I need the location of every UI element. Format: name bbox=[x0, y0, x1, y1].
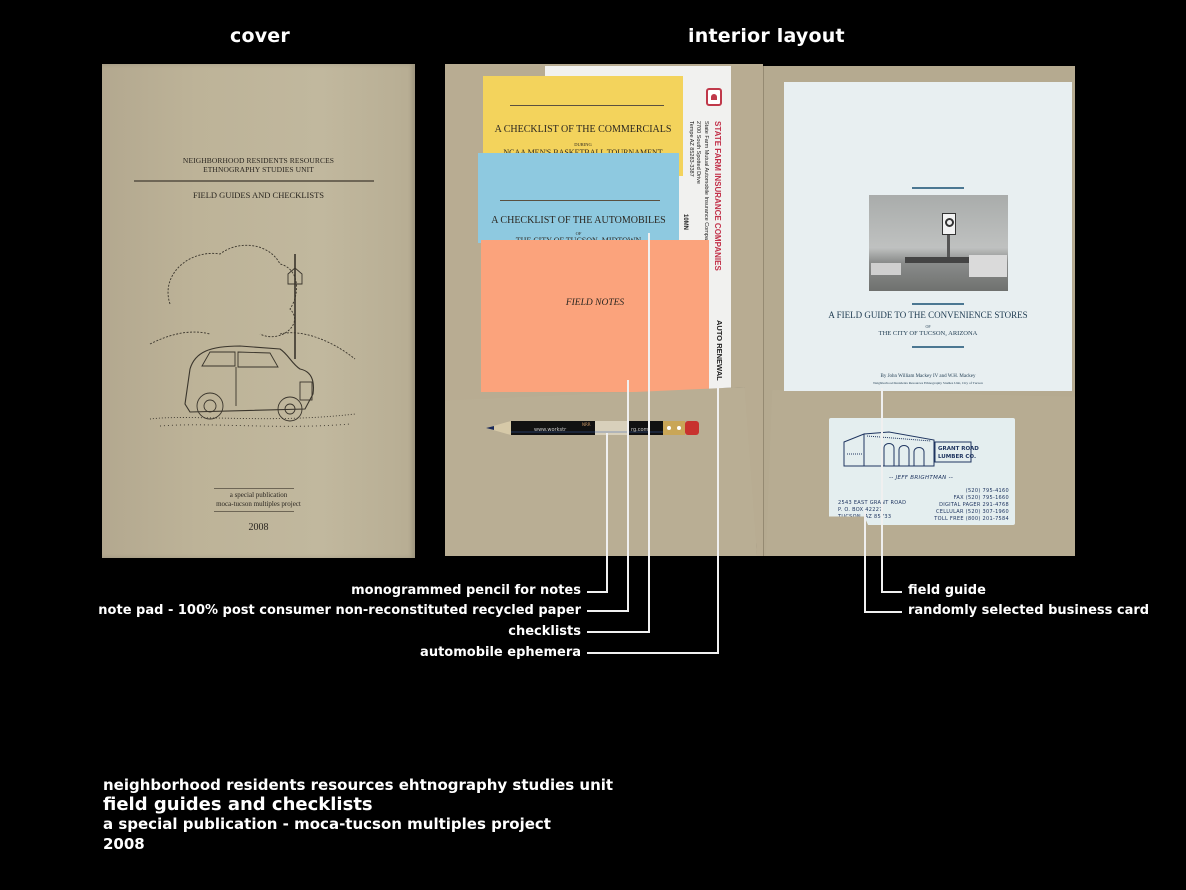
auto-renewal: AUTO RENEWAL bbox=[715, 320, 724, 381]
business-card: GRANT ROAD LUMBER CO. -- JEFF BRIGHTMAN … bbox=[829, 418, 1015, 525]
interior-layout-heading: interior layout bbox=[688, 25, 845, 47]
insurance-line1: State Farm Mutual Automobile Insurance C… bbox=[703, 121, 709, 246]
svg-text:www.workstr: www.workstr bbox=[534, 427, 567, 433]
cover-org: NEIGHBORHOOD RESIDENTS RESOURCES ETHNOGR… bbox=[102, 156, 415, 174]
leader-card-v bbox=[864, 510, 866, 613]
card-pager: DIGITAL PAGER 291-4768 bbox=[939, 502, 1009, 508]
car-illustration-icon bbox=[149, 244, 356, 427]
circle-k-sign-icon bbox=[942, 213, 956, 235]
field-notes-pad: FIELD NOTES bbox=[481, 240, 709, 392]
svg-text:LUMBER CO.: LUMBER CO. bbox=[938, 454, 976, 460]
guide-of: OF bbox=[925, 324, 931, 329]
guide-rule-bottom bbox=[912, 346, 964, 348]
callout-ephemera: automobile ephemera bbox=[420, 645, 581, 660]
guide-rule-top bbox=[912, 187, 964, 189]
leader-pencil-v bbox=[606, 433, 608, 593]
guide-title: A FIELD GUIDE TO THE CONVENIENCE STORES bbox=[828, 310, 1028, 320]
checklist-automobiles: A CHECKLIST OF THE AUTOMOBILES OF THE CI… bbox=[478, 153, 679, 245]
callout-business-card: randomly selected business card bbox=[908, 603, 1150, 618]
folder-left-pocket bbox=[445, 387, 757, 556]
insurance-code: 10MN bbox=[682, 214, 688, 231]
yellow-checklist-sub: NCAA MEN'S BASKETBALL TOURNAMENT bbox=[483, 148, 683, 157]
card-tollfree: TOLL FREE (800) 201-7584 bbox=[934, 516, 1009, 522]
yellow-checklist-during: DURING bbox=[574, 142, 592, 147]
callout-checklists: checklists bbox=[508, 624, 581, 639]
card-fax: FAX (520) 795-1660 bbox=[953, 495, 1009, 501]
svg-text:GRANT ROAD: GRANT ROAD bbox=[938, 446, 979, 452]
leader-notepad-h bbox=[587, 610, 629, 612]
leader-guide-v bbox=[881, 388, 883, 593]
cover-year: 2008 bbox=[248, 522, 269, 533]
leader-notepad-v bbox=[627, 380, 629, 612]
cover-heading: cover bbox=[230, 25, 290, 47]
blue-checklist-of: OF bbox=[575, 231, 582, 236]
leader-guide-h bbox=[881, 591, 902, 593]
insurance-line3: Tempe AZ 85283-3387 bbox=[688, 121, 694, 177]
card-phone: (520) 795-4160 bbox=[965, 488, 1009, 494]
svg-text:rg.com: rg.com bbox=[631, 427, 649, 433]
cover-photo: NEIGHBORHOOD RESIDENTS RESOURCES ETHNOGR… bbox=[102, 64, 415, 558]
leader-pencil-h bbox=[587, 591, 608, 593]
svg-text:NRR: NRR bbox=[582, 422, 591, 427]
cover-pub-line1: a special publication bbox=[229, 491, 288, 499]
leader-card-h bbox=[864, 611, 902, 613]
blue-rule bbox=[500, 200, 660, 201]
cover-pub-line2: moca-tucson multiples project bbox=[216, 500, 301, 508]
guide-byline: By John William Mackey IV and W.H. Macke… bbox=[880, 374, 976, 379]
cover-org-line2: ETHNOGRAPHY STUDIES UNIT bbox=[203, 165, 314, 174]
field-notes-title: FIELD NOTES bbox=[565, 298, 625, 308]
guide-affiliation: Neighborhood Residents Resources Ethnogr… bbox=[873, 381, 983, 385]
card-address1: 2543 EAST GRANT ROAD bbox=[838, 500, 907, 506]
insurance-company: STATE FARM INSURANCE COMPANIES bbox=[713, 121, 722, 271]
footer-caption: neighborhood residents resources ehtnogr… bbox=[103, 775, 613, 854]
leader-ephemera-h bbox=[587, 652, 719, 654]
yellow-rule bbox=[510, 105, 664, 106]
callout-field-guide: field guide bbox=[908, 583, 986, 598]
leader-checklists-h bbox=[587, 631, 650, 633]
guide-sub: THE CITY OF TUCSON, ARIZONA bbox=[878, 330, 978, 337]
card-cell: CELLULAR (520) 307-1960 bbox=[935, 509, 1009, 515]
leader-ephemera-v bbox=[717, 388, 719, 654]
cover-rule bbox=[134, 180, 374, 182]
circle-k-photo bbox=[869, 195, 1008, 291]
footer-line4: 2008 bbox=[103, 835, 145, 853]
cover-publication: a special publication moca-tucson multip… bbox=[102, 491, 415, 509]
guide-rule-mid bbox=[912, 303, 964, 305]
footer-line1: neighborhood residents resources ehtnogr… bbox=[103, 776, 614, 794]
card-phones: (520) 795-4160 FAX (520) 795-1660 DIGITA… bbox=[934, 488, 1009, 523]
footer-line3: a special publication - moca-tucson mult… bbox=[103, 815, 551, 833]
callout-pencil: monogrammed pencil for notes bbox=[351, 583, 581, 598]
card-name: -- JEFF BRIGHTMAN -- bbox=[889, 475, 954, 481]
cover-title: FIELD GUIDES AND CHECKLISTS bbox=[192, 190, 325, 200]
cover-org-line1: NEIGHBORHOOD RESIDENTS RESOURCES bbox=[182, 156, 335, 165]
blue-checklist-title: A CHECKLIST OF THE AUTOMOBILES bbox=[491, 215, 666, 226]
card-address2: P. O. BOX 42227 bbox=[838, 507, 883, 513]
leader-checklists-v bbox=[648, 233, 650, 633]
field-guide-booklet: A FIELD GUIDE TO THE CONVENIENCE STORES … bbox=[784, 82, 1072, 391]
pencil-icon: NRR www.workstr rg.com bbox=[486, 421, 699, 435]
footer-line2: field guides and checklists bbox=[103, 794, 373, 815]
cover-rule-3 bbox=[214, 511, 294, 512]
insurance-line2: 2700 South Spotted Drive bbox=[695, 121, 701, 184]
callout-notepad: note pad - 100% post consumer non-recons… bbox=[98, 603, 581, 618]
cover-rule-2 bbox=[214, 488, 294, 489]
yellow-checklist-title: A CHECKLIST OF THE COMMERCIALS bbox=[494, 124, 672, 135]
lumber-store-drawing-icon: GRANT ROAD LUMBER CO. bbox=[843, 431, 979, 467]
state-farm-logo-icon bbox=[706, 88, 722, 106]
